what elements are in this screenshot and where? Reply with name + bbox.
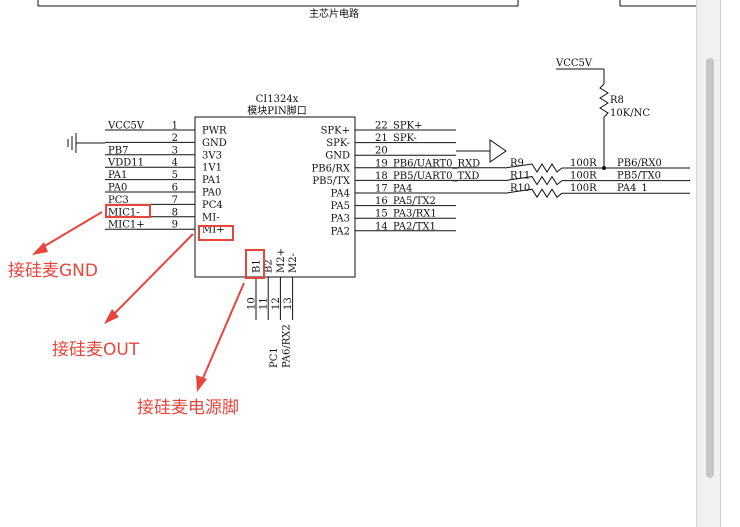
left-pin-number: 5 bbox=[172, 170, 178, 181]
highlight-mic1-minus bbox=[105, 204, 151, 218]
resistor-net: PB5/TX0 bbox=[617, 171, 661, 182]
right-pin-net: PA2/TX1 bbox=[393, 221, 436, 232]
right-pin-name: PB5/TX bbox=[312, 176, 350, 187]
right-pin-name: SPK- bbox=[326, 138, 350, 149]
left-pin-number: 4 bbox=[172, 158, 178, 169]
left-pin-name: PC4 bbox=[202, 200, 223, 211]
resistor-net: PA4_1 bbox=[617, 183, 648, 194]
left-pin-name: PWR bbox=[202, 126, 227, 137]
ground-symbol bbox=[67, 133, 105, 153]
left-pin-net: VDD11 bbox=[107, 158, 144, 169]
annotation-power: 接硅麦电源脚 bbox=[137, 398, 239, 418]
right-pin-net: PA5/TX2 bbox=[393, 196, 436, 207]
right-pin-name: GND bbox=[325, 151, 350, 162]
left-pin-name: PA1 bbox=[202, 175, 221, 186]
bottom-pin-number: 10 bbox=[247, 297, 258, 310]
right-pin-net: PA4 bbox=[393, 184, 412, 195]
right-pin-number: 19 bbox=[375, 158, 388, 169]
annotation-out: 接硅麦OUT bbox=[52, 340, 140, 360]
bottom-pin-name: M2+ bbox=[276, 248, 287, 273]
pullup-value: 10K/NC bbox=[610, 108, 650, 119]
left-pin-net: PA1 bbox=[108, 170, 127, 181]
annotation-gnd: 接硅麦GND bbox=[8, 261, 98, 281]
right-pin-number: 22 bbox=[375, 121, 388, 132]
right-pin-net: PA3/RX1 bbox=[393, 209, 437, 220]
left-pin-name: 1V1 bbox=[202, 163, 222, 174]
right-pin-name: PA5 bbox=[331, 201, 350, 212]
side-panel-edge bbox=[720, 0, 740, 527]
left-pin-name: MI- bbox=[202, 212, 220, 223]
bottom-pin-number: 11 bbox=[259, 297, 270, 310]
resistor-ref: R11 bbox=[510, 171, 530, 182]
left-pin-net: MIC1+ bbox=[108, 220, 145, 231]
left-pin-number: 6 bbox=[172, 183, 178, 194]
right-pin-name: PA4 bbox=[331, 189, 350, 200]
right-pin-name: PA3 bbox=[331, 214, 350, 225]
left-pin-net: MIC1- bbox=[108, 207, 140, 218]
left-pin-number: 1 bbox=[172, 121, 178, 132]
left-pin-number: 2 bbox=[172, 133, 178, 144]
right-pin-net: PB6/UART0_RXD bbox=[393, 158, 480, 169]
right-pin-net: SPK+ bbox=[393, 121, 422, 132]
resistor-value: 100R bbox=[570, 183, 597, 194]
right-pin-number: 14 bbox=[375, 221, 388, 232]
left-pin-number: 3 bbox=[172, 145, 178, 156]
left-pin-number: 8 bbox=[172, 207, 178, 218]
arrows bbox=[32, 211, 245, 392]
resistor-ref: R10 bbox=[510, 183, 530, 194]
bottom-pin-name: B2 bbox=[264, 259, 275, 273]
left-pin-net: PC3 bbox=[108, 195, 129, 206]
right-pin-number: 20 bbox=[375, 146, 388, 157]
bottom-pin-name: M2- bbox=[288, 253, 299, 273]
resistor-value: 100R bbox=[570, 158, 597, 169]
bottom-pin-number: 13 bbox=[283, 297, 294, 310]
header-title: 主芯片电路 bbox=[309, 7, 359, 20]
left-pin-net: VCC5V bbox=[107, 121, 145, 132]
left-pin-net: PA0 bbox=[108, 183, 127, 194]
resistor-symbol bbox=[504, 188, 563, 199]
pullup-r8: VCC5V R8 10K/NC bbox=[555, 58, 650, 170]
pullup-ref: R8 bbox=[610, 95, 624, 106]
resistor-value: 100R bbox=[570, 171, 597, 182]
right-pin-name: PB6/RX bbox=[312, 163, 351, 174]
chip-subtitle: 模块PIN脚口 bbox=[247, 104, 306, 117]
right-pin-number: 17 bbox=[375, 184, 388, 195]
right-pin-net: SPK- bbox=[393, 133, 417, 144]
right-pin-name: SPK+ bbox=[321, 126, 350, 137]
left-pin-net: PB7 bbox=[108, 145, 128, 156]
right-pin-number: 21 bbox=[375, 133, 388, 144]
left-pin-name: MI+ bbox=[202, 225, 225, 236]
bottom-pin-number: 12 bbox=[271, 297, 282, 310]
bottom-pin-net: PA6/RX2 bbox=[281, 324, 292, 368]
chip-body bbox=[194, 116, 356, 278]
left-pin-name: GND bbox=[202, 138, 227, 149]
left-pin-name: PA0 bbox=[202, 188, 221, 199]
left-pin-name: 3V3 bbox=[202, 150, 222, 161]
resistor-symbol bbox=[504, 175, 563, 186]
right-pin-number: 15 bbox=[375, 209, 388, 220]
resistor-symbol bbox=[504, 163, 563, 173]
highlight-b1 bbox=[245, 249, 265, 279]
right-pin-number: 16 bbox=[375, 196, 388, 207]
bottom-pin-net: PC1 bbox=[269, 347, 280, 368]
bottom-pin-name: B1 bbox=[252, 259, 263, 273]
left-pin-number: 7 bbox=[172, 195, 178, 206]
scrollbar-thumb[interactable] bbox=[706, 58, 714, 478]
right-pin-net: PB5/UART0_TXD bbox=[393, 171, 479, 182]
right-pin-name: PA2 bbox=[331, 226, 350, 237]
highlight-mi-plus bbox=[198, 225, 234, 241]
top-frame: 主芯片电路 bbox=[37, 0, 696, 20]
left-pin-number: 9 bbox=[172, 220, 178, 231]
right-pin-number: 18 bbox=[375, 171, 388, 182]
resistor-ref: R9 bbox=[510, 158, 524, 169]
chip-name: CI1324x bbox=[256, 94, 299, 105]
resistor-net: PB6/RX0 bbox=[617, 158, 662, 169]
pullup-supply: VCC5V bbox=[555, 58, 593, 69]
gnd-triangle bbox=[456, 139, 507, 163]
